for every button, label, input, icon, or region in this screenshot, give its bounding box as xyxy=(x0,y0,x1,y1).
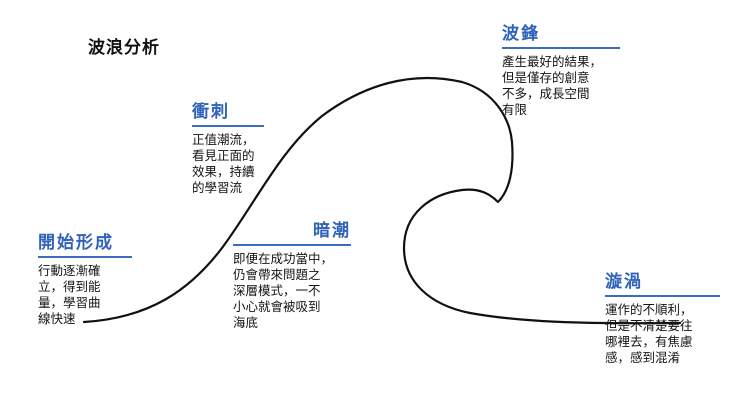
stage-heading: 漩渦 xyxy=(605,272,643,292)
stage-crest: 波鋒 產生最好的結果， 但是僅存的創意 不多，成長空間 有限 xyxy=(502,24,620,118)
stage-description: 運作的不順利， 但是不清楚要往 哪裡去，有焦慮 感，感到混淆 xyxy=(605,302,693,365)
stage-vortex: 漩渦 運作的不順利， 但是不清楚要往 哪裡去，有焦慮 感，感到混淆 xyxy=(605,272,720,366)
stage-description: 正值潮流， 看見正面的 效果，持續 的學習流 xyxy=(192,132,255,195)
stage-heading: 開始形成 xyxy=(38,233,114,253)
page-title: 波浪分析 xyxy=(88,38,160,58)
stage-description: 即便在成功當中， 仍會帶來問題之 深層模式，一不 小心就會被吸到 海底 xyxy=(233,251,334,330)
stage-rule xyxy=(233,244,351,246)
stage-rush: 衝刺 正值潮流， 看見正面的 效果，持續 的學習流 xyxy=(192,102,264,196)
stage-heading: 波鋒 xyxy=(502,24,540,44)
stage-forming: 開始形成 行動逐漸確 立，得到能 量，學習曲 線快速 xyxy=(38,233,132,327)
stage-rule xyxy=(192,125,264,127)
stage-rule xyxy=(605,295,720,297)
stage-rule xyxy=(502,47,620,49)
stage-description: 產生最好的結果， 但是僅存的創意 不多，成長空間 有限 xyxy=(502,54,603,117)
stage-undercurrent: 暗潮 即便在成功當中， 仍會帶來問題之 深層模式，一不 小心就會被吸到 海底 xyxy=(233,221,351,331)
stage-rule xyxy=(38,256,132,258)
stage-heading: 衝刺 xyxy=(192,102,230,122)
wave-curve xyxy=(82,76,682,325)
stage-description: 行動逐漸確 立，得到能 量，學習曲 線快速 xyxy=(38,263,101,326)
stage-heading: 暗潮 xyxy=(313,221,351,241)
